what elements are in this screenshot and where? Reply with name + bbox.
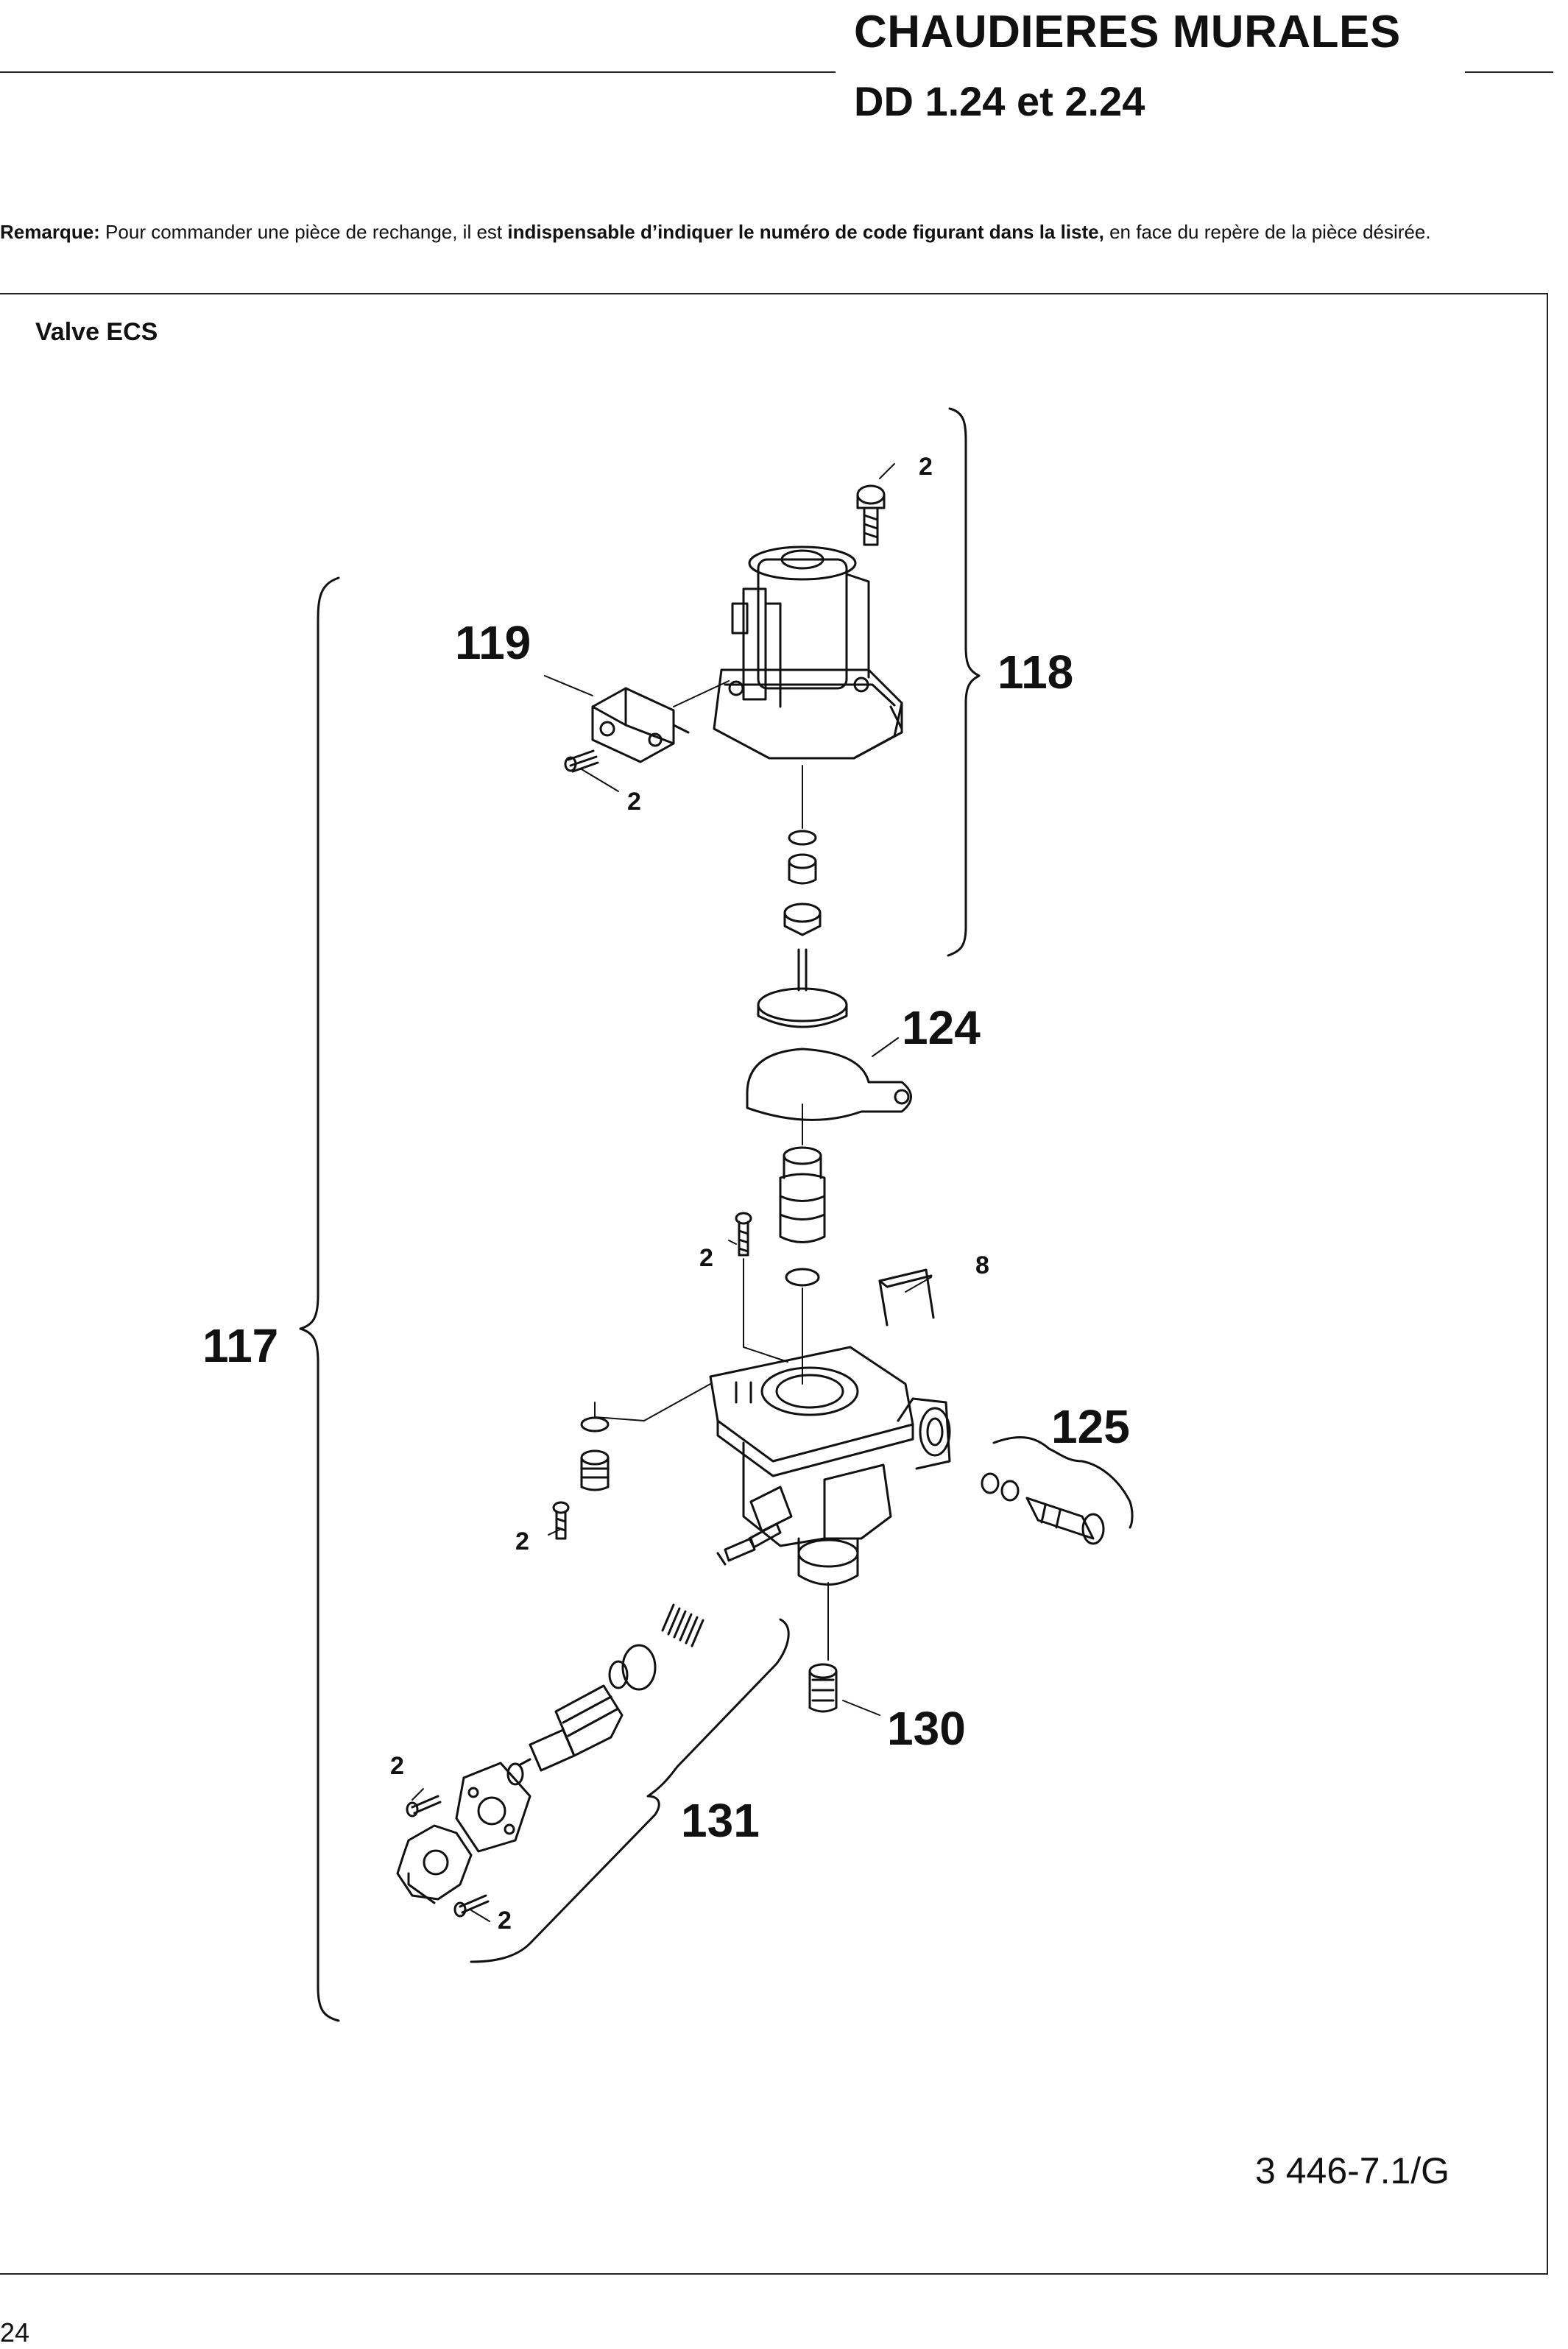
retaining-plate bbox=[455, 1762, 532, 1853]
nut bbox=[783, 902, 822, 936]
clip-8 bbox=[878, 1268, 935, 1327]
bypass-screw bbox=[1025, 1497, 1105, 1545]
page-number: 24 bbox=[0, 2317, 30, 2348]
brace-118 bbox=[947, 407, 981, 957]
solenoid-actuator bbox=[713, 545, 903, 760]
callout-screw-middle: 2 bbox=[699, 1244, 713, 1272]
callout-screw-knob-bottom: 2 bbox=[498, 1907, 512, 1935]
washer-b bbox=[1000, 1480, 1020, 1502]
electrical-connector bbox=[591, 687, 690, 763]
valve-body bbox=[709, 1346, 951, 1586]
diaphragm-124 bbox=[746, 1048, 912, 1121]
small-ring bbox=[506, 1762, 524, 1786]
diagram-frame bbox=[0, 293, 1548, 2275]
remark-text-after: en face du repère de la pièce désirée. bbox=[1103, 221, 1431, 243]
callout-130: 130 bbox=[887, 1702, 966, 1755]
callout-screw-top: 2 bbox=[919, 453, 933, 481]
brace-125 bbox=[992, 1436, 1134, 1529]
callout-screw-connector: 2 bbox=[627, 788, 641, 816]
screw-top bbox=[856, 484, 886, 546]
callout-124: 124 bbox=[902, 1001, 981, 1054]
callout-screw-knob-top: 2 bbox=[390, 1752, 404, 1780]
filter-130 bbox=[808, 1663, 838, 1713]
callout-117: 117 bbox=[202, 1319, 278, 1372]
callout-118: 118 bbox=[997, 646, 1073, 699]
o-ring-upper bbox=[788, 830, 817, 846]
brace-131 bbox=[470, 1618, 790, 1963]
remark-text-before: Pour commander une pièce de rechange, il… bbox=[99, 221, 508, 243]
screw-knob-top bbox=[406, 1795, 442, 1818]
valve-insert bbox=[779, 1146, 826, 1243]
screw-lower-left bbox=[552, 1501, 570, 1540]
spring bbox=[661, 1603, 704, 1647]
callout-119: 119 bbox=[455, 616, 531, 669]
circlip bbox=[608, 1644, 657, 1691]
callout-screw-lower-left: 2 bbox=[515, 1527, 529, 1555]
o-ring-middle bbox=[785, 1268, 820, 1287]
page-title: CHAUDIERES MURALES bbox=[854, 7, 1401, 57]
screw-connector bbox=[564, 749, 599, 773]
adjust-knob bbox=[396, 1824, 473, 1904]
thermostat-pin bbox=[716, 1522, 782, 1566]
leader-lines bbox=[412, 463, 932, 1922]
callout-clip-8: 8 bbox=[975, 1251, 989, 1279]
screw-middle bbox=[735, 1212, 752, 1257]
inlet-fitting bbox=[580, 1416, 610, 1491]
page-subtitle: DD 1.24 et 2.24 bbox=[854, 78, 1145, 124]
remark-emphasis: indispensable d’indiquer le numéro de co… bbox=[507, 221, 1104, 243]
remark-note: Remarque: Pour commander une pièce de re… bbox=[0, 221, 1431, 244]
thermostat-element bbox=[518, 1684, 624, 1772]
callout-125: 125 bbox=[1051, 1400, 1130, 1453]
washer-a bbox=[981, 1472, 1000, 1494]
screw-knob-bottom bbox=[453, 1894, 490, 1918]
plunger-cap bbox=[788, 853, 817, 885]
header-rule-right bbox=[1465, 71, 1553, 73]
header-rule-left bbox=[0, 71, 836, 73]
document-code: 3 446-7.1/G bbox=[1255, 2150, 1450, 2191]
stem-disc bbox=[757, 948, 848, 1028]
callout-131: 131 bbox=[681, 1794, 760, 1847]
remark-label: Remarque: bbox=[0, 221, 100, 243]
section-title: Valve ECS bbox=[35, 318, 158, 346]
brace-117 bbox=[299, 576, 340, 2022]
